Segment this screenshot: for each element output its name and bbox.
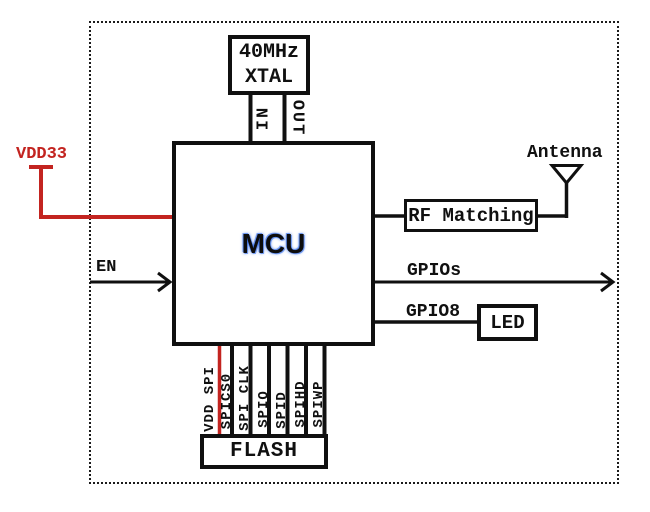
xtal-frequency: 40MHz: [238, 41, 299, 64]
gpios-arrowhead: [600, 271, 616, 293]
spics0-pin-label: SPICS0: [219, 372, 235, 430]
module-boundary-dotted-frame: [89, 21, 619, 484]
rf-matching-block: RF Matching: [404, 199, 538, 232]
xtal-block: 40MHz XTAL: [228, 35, 310, 95]
xtal-label: XTAL: [244, 66, 293, 89]
mcu-block: MCU: [172, 141, 375, 346]
xtal-in-pin-label: IN: [254, 105, 274, 131]
spihd-pin-label: SPIHD: [292, 380, 309, 428]
rf-matching-label: RF Matching: [408, 204, 534, 227]
mcu-label: MCU: [241, 227, 306, 259]
spi-clk-pin-label: SPI CLK: [237, 365, 253, 431]
gpio8-label: GPIO8: [406, 302, 461, 322]
en-label: EN: [96, 258, 117, 277]
led-block: LED: [477, 304, 538, 341]
antenna-icon: [548, 164, 585, 186]
vdd33-wire: [39, 167, 172, 219]
vdd-spi-pin-label: VDD SPI: [202, 366, 218, 432]
spid-pin-label: SPID: [274, 391, 290, 429]
led-label: LED: [490, 311, 525, 334]
flash-block: FLASH: [200, 434, 328, 469]
en-arrowhead: [157, 271, 173, 293]
xtal-out-pin-label: OUT: [287, 99, 307, 137]
flash-label: FLASH: [229, 440, 298, 463]
vdd33-label: VDD33: [16, 145, 68, 164]
antenna-label: Antenna: [527, 143, 603, 163]
spiq-pin-label: SPIQ: [255, 390, 272, 428]
gpios-label: GPIOs: [407, 261, 462, 281]
spiwp-pin-label: SPIWP: [311, 380, 327, 428]
